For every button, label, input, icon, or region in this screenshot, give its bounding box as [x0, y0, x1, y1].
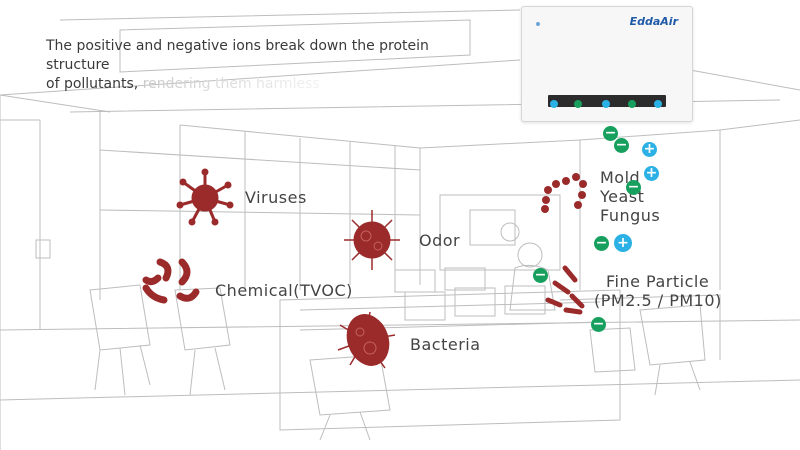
fine-particle-icon — [545, 265, 585, 315]
ion-vent — [548, 95, 666, 108]
caption-line-1: The positive and negative ions break dow… — [46, 38, 429, 73]
label-mold-line-3: Fungus — [600, 206, 661, 225]
label-bacteria: Bacteria — [410, 335, 481, 354]
label-fine-particle: Fine Particle (PM2.5 / PM10) — [594, 272, 722, 310]
indicator-led — [536, 22, 540, 26]
mold-icon — [541, 173, 587, 213]
label-fine-line-1: Fine Particle — [606, 272, 710, 291]
positive-ion-icon: + — [642, 141, 657, 157]
negative-ion-icon: − — [626, 179, 641, 195]
negative-ion-icon: − — [533, 267, 548, 283]
negative-ion-icon: − — [591, 316, 606, 332]
bacteria-icon — [337, 311, 396, 369]
chemical-icon — [142, 258, 200, 304]
positive-ion-icon: + — [614, 234, 632, 252]
air-purifier-device: EddaAir — [521, 6, 693, 122]
description-caption: The positive and negative ions break dow… — [46, 37, 486, 94]
label-fine-line-2: (PM2.5 / PM10) — [594, 291, 722, 310]
label-viruses: Viruses — [245, 188, 307, 207]
positive-ion-icon: + — [644, 165, 659, 181]
negative-ion-icon: − — [614, 137, 629, 153]
label-chemical: Chemical(TVOC) — [215, 281, 353, 300]
label-odor: Odor — [419, 231, 461, 250]
negative-ion-icon: − — [594, 235, 609, 251]
caption-line-2-visible: of pollutants, — [46, 76, 139, 92]
negative-ion-icon: − — [603, 125, 618, 141]
brand-logo: EddaAir — [629, 15, 678, 28]
caption-line-2: of pollutants, rendering them harmless — [46, 75, 486, 94]
virus-icon — [176, 168, 234, 226]
odor-icon — [344, 210, 400, 270]
vent-ions-icon — [550, 100, 662, 108]
caption-line-2-faded: rendering them harmless — [142, 76, 320, 92]
